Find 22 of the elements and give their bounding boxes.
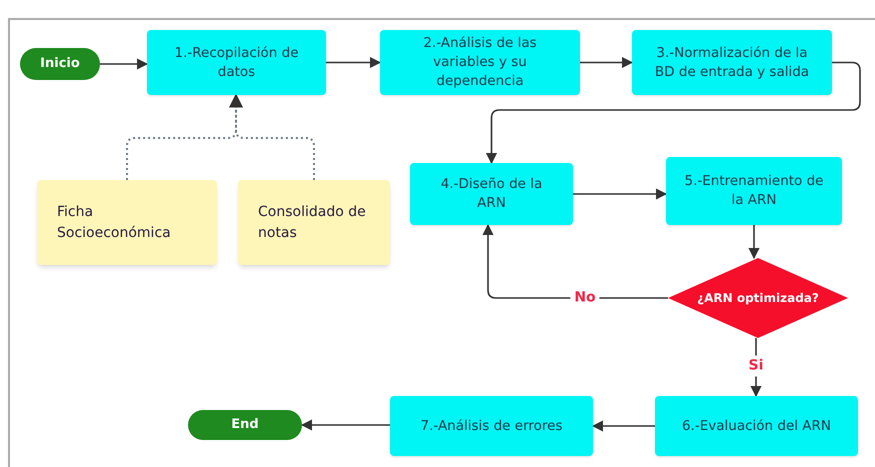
arrow <box>300 419 390 431</box>
arrow <box>592 420 655 432</box>
process-box: 1.-Recopilación de datos <box>147 30 326 95</box>
arrow <box>580 56 634 68</box>
process-box: 7.-Análisis de errores <box>390 396 593 456</box>
process-box: 3.-Normalización de la BD de entrada y salida <box>632 30 832 95</box>
terminal-pill: Inicio <box>20 48 100 80</box>
arrow <box>100 58 148 70</box>
sticky-note: Ficha Socioeconómica <box>37 180 217 265</box>
arrow <box>573 188 668 200</box>
terminal-pill: End <box>188 410 302 440</box>
process-box: 2.-Análisis de las variables y su dependencia <box>380 30 580 95</box>
process-box: 5.-Entrenamiento de la ARN <box>666 157 842 225</box>
sticky-note: Consolidado de notas <box>238 180 390 265</box>
arrow <box>326 56 382 68</box>
dotted-connector <box>229 94 315 180</box>
process-box: 4.-Diseño de la ARN <box>410 163 573 225</box>
arrow <box>486 62 861 164</box>
process-box: 6.-Evaluación del ARN <box>655 396 858 456</box>
decision-text: ¿ARN optimizada? <box>697 290 819 307</box>
arrow <box>748 225 760 260</box>
arrow <box>482 224 668 299</box>
